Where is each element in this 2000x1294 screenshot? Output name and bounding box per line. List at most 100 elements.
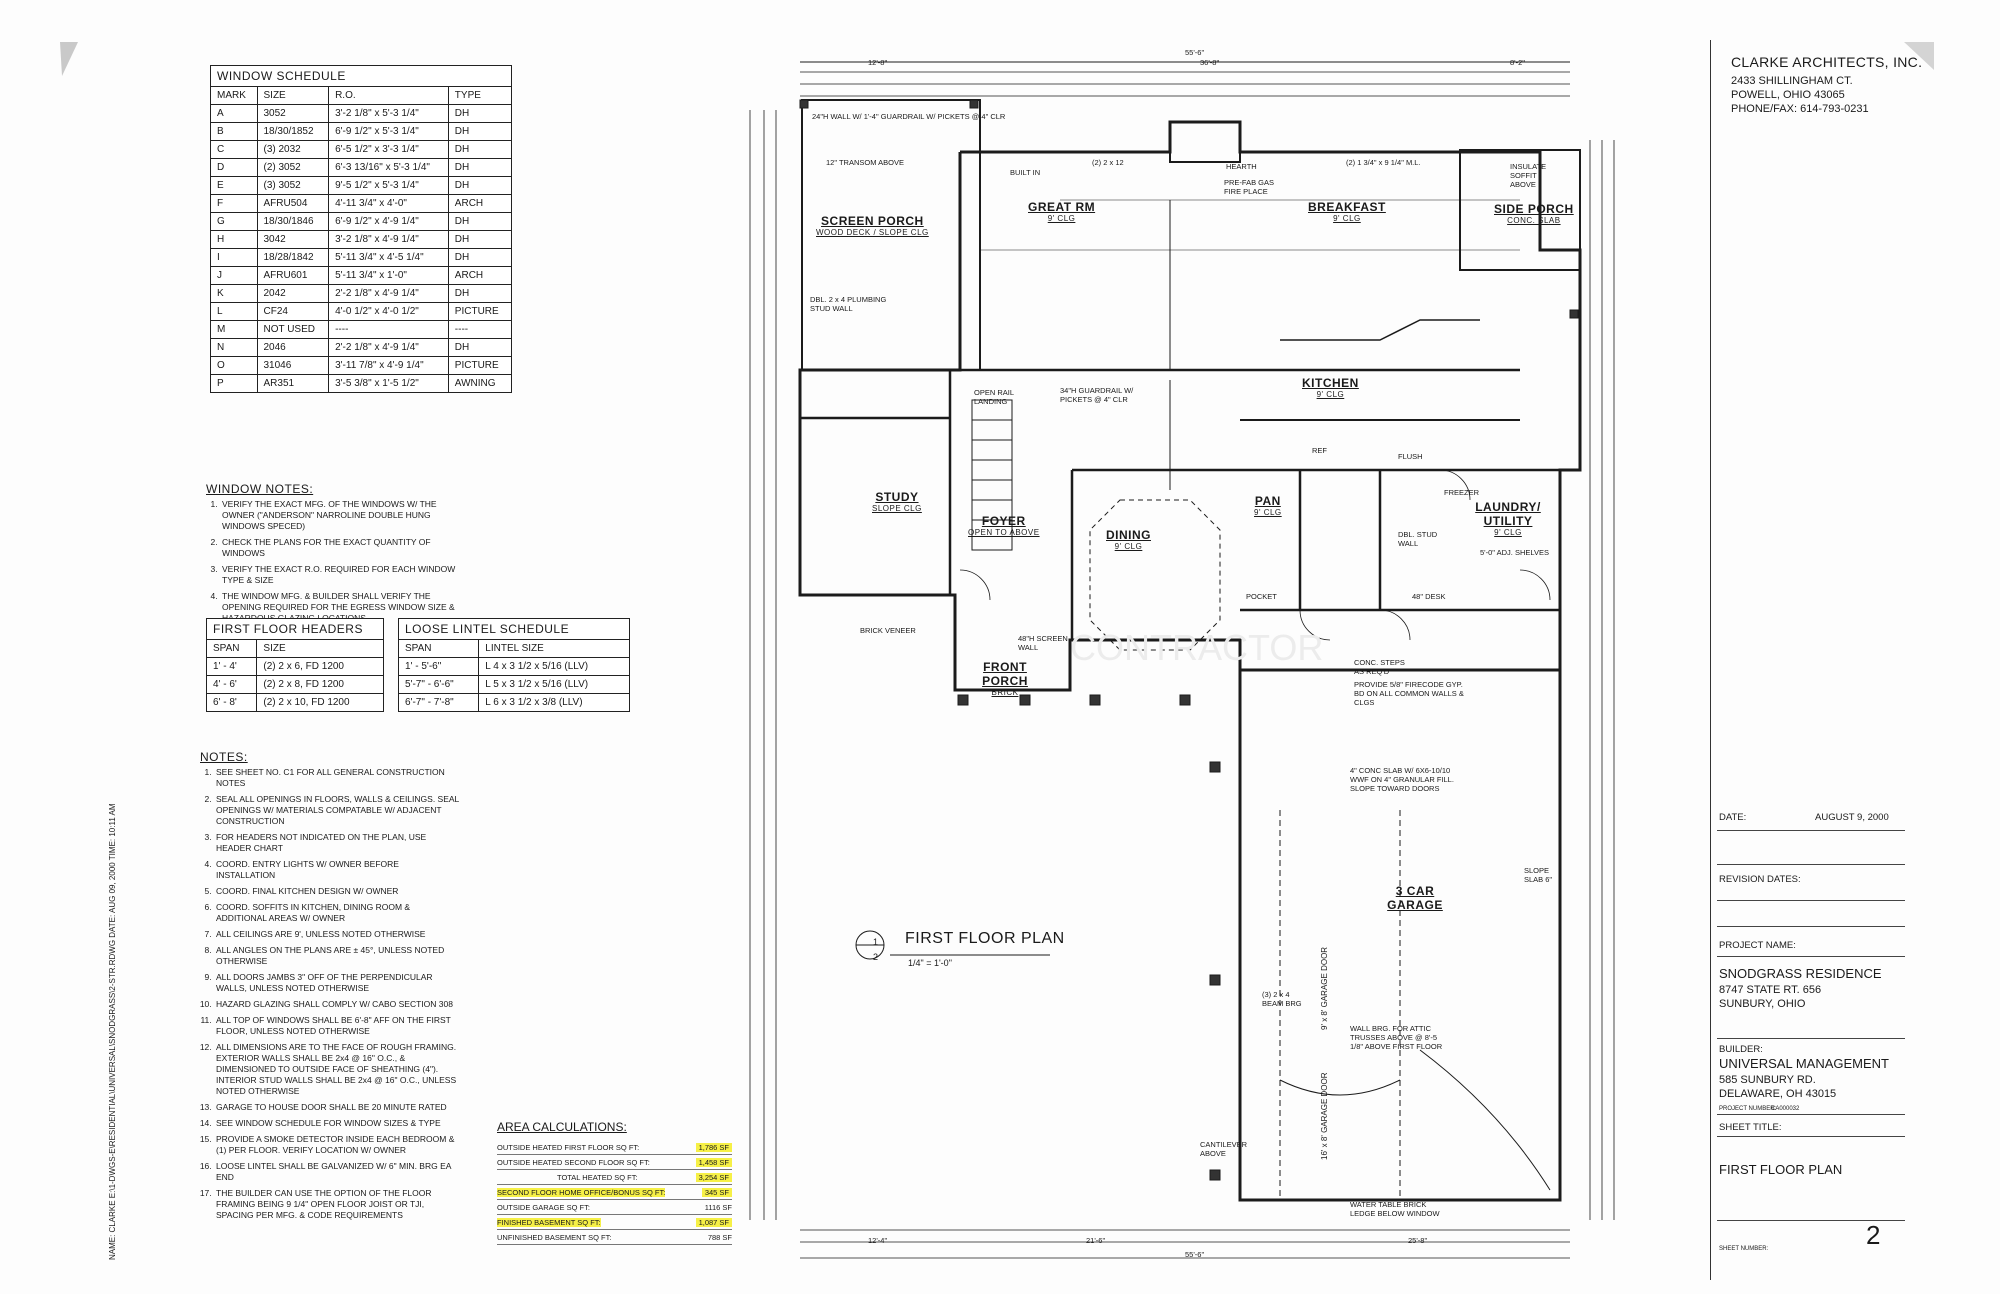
garage-door-16x8: 16' x 8' GARAGE DOOR <box>1320 1072 1329 1160</box>
note-post: 24"H WALL W/ 1'-4" GUARDRAIL W/ PICKETS … <box>812 112 1006 121</box>
window-schedule-cell: (2) 3052 <box>256 158 330 177</box>
window-schedule-cell: ARCH <box>447 266 513 285</box>
general-note-item: ALL ANGLES ON THE PLANS ARE ± 45°, UNLES… <box>214 945 460 967</box>
window-schedule-cell: DH <box>447 212 513 231</box>
note-hearth: HEARTH <box>1226 162 1257 171</box>
lintel-schedule-cell: L 6 x 3 1/2 x 3/8 (LLV) <box>478 693 630 712</box>
general-note-item: GARAGE TO HOUSE DOOR SHALL BE 20 MINUTE … <box>214 1102 460 1113</box>
room-3-car-garage: 3 CAR GARAGE <box>1387 884 1443 912</box>
first-floor-plan-drawing: CONTRACTOR <box>749 61 1615 1259</box>
window-schedule-cell: 18/30/1852 <box>256 122 330 141</box>
note-conc-steps: CONC. STEPS AS REQ'D <box>1354 658 1405 676</box>
room-foyer: FOYER OPEN TO ABOVE <box>968 514 1040 537</box>
area-row-value: 1116 SF <box>704 1202 732 1212</box>
room-front-porch: FRONT PORCH BRICK <box>982 660 1028 697</box>
headers-schedule-cell: 6' - 8' <box>205 693 258 712</box>
general-note-item: HAZARD GLAZING SHALL COMPLY W/ CABO SECT… <box>214 999 460 1010</box>
area-row: UNFINISHED BASEMENT SQ FT:788 SF <box>497 1230 732 1245</box>
window-schedule-cell: 31046 <box>256 356 330 375</box>
note-plumbing-wall: DBL. 2 x 4 PLUMBING STUD WALL <box>810 295 887 313</box>
window-schedule-cell: 18/30/1846 <box>256 212 330 231</box>
window-schedule-cell: O <box>210 356 258 375</box>
window-notes-title: WINDOW NOTES: <box>206 482 314 496</box>
area-row-label: SECOND FLOOR HOME OFFICE/BONUS SQ FT: <box>497 1187 666 1197</box>
builder-address: 585 SUNBURY RD. DELAWARE, OH 43015 <box>1719 1073 1836 1101</box>
file-path-text: NAME: CLARKE E:\1-DWGS-E\RESIDENTIAL\UNI… <box>108 803 117 1260</box>
general-notes-title: NOTES: <box>200 750 248 764</box>
lintel-schedule-cell: 1' - 5'-6" <box>397 657 480 676</box>
window-schedule-cell: 5'-11 3/4" x 1'-0" <box>328 266 449 285</box>
area-row-value: 345 SF <box>701 1187 732 1197</box>
general-note-item: SEE WINDOW SCHEDULE FOR WINDOW SIZES & T… <box>214 1118 460 1129</box>
builder-name: UNIVERSAL MANAGEMENT <box>1719 1056 1889 1071</box>
window-note-item: VERIFY THE EXACT MFG. OF THE WINDOWS W/ … <box>220 499 466 532</box>
general-note-item: COORD. ENTRY LIGHTS W/ OWNER BEFORE INST… <box>214 859 460 881</box>
window-schedule-cell: 3042 <box>256 230 330 249</box>
note-ml-beam: (2) 1 3/4" x 9 1/4" M.L. <box>1346 158 1421 167</box>
headers-schedule-row: 4' - 6'(2) 2 x 8, FD 1200 <box>205 675 384 694</box>
window-schedule-cell: NOT USED <box>256 320 330 339</box>
window-schedule-cell: M <box>210 320 258 339</box>
area-row: OUTSIDE GARAGE SQ FT:1116 SF <box>497 1200 732 1215</box>
window-schedule-cell: 3'-2 1/8" x 5'-3 1/4" <box>328 104 449 123</box>
general-note-item: ALL CEILINGS ARE 9', UNLESS NOTED OTHERW… <box>214 929 460 940</box>
builder-label: BUILDER: <box>1719 1044 1763 1055</box>
window-schedule-cell: 3'-5 3/8" x 1'-5 1/2" <box>328 374 449 393</box>
note-brick-veneer: BRICK VENEER <box>860 626 916 635</box>
general-note-item: ALL TOP OF WINDOWS SHALL BE 6'-8" AFF ON… <box>214 1015 460 1037</box>
area-row-value: 788 SF <box>707 1232 732 1242</box>
area-row: OUTSIDE HEATED SECOND FLOOR SQ FT:1,458 … <box>497 1155 732 1170</box>
area-row-value: 1,458 SF <box>695 1157 732 1167</box>
lintel-schedule-row: 6'-7" - 7'-8"L 6 x 3 1/2 x 3/8 (LLV) <box>397 693 630 712</box>
area-row-value: 3,254 SF <box>695 1172 732 1182</box>
project-name: SNODGRASS RESIDENCE <box>1719 966 1882 981</box>
window-schedule-cell: DH <box>447 284 513 303</box>
lintel-schedule-title: LOOSE LINTEL SCHEDULE <box>398 618 630 640</box>
note-porch-guardrail: 12" TRANSOM ABOVE <box>826 158 904 167</box>
note-insulate-soffit: INSULATE SOFFIT ABOVE <box>1510 162 1547 189</box>
svg-text:CONTRACTOR: CONTRACTOR <box>1070 627 1323 668</box>
window-schedule-title: WINDOW SCHEDULE <box>210 65 512 87</box>
general-note-item: SEE SHEET NO. C1 FOR ALL GENERAL CONSTRU… <box>214 767 460 789</box>
window-schedule-cell: DH <box>447 338 513 357</box>
garage-door-9x8: 9' x 8' GARAGE DOOR <box>1320 946 1329 1030</box>
area-row-label: FINISHED BASEMENT SQ FT: <box>497 1217 601 1227</box>
date-label: DATE: <box>1719 812 1747 823</box>
dim-top-mid: 36'-8" <box>1200 58 1220 67</box>
lintel-schedule-row: 1' - 5'-6"L 4 x 3 1/2 x 5/16 (LLV) <box>397 657 630 676</box>
general-note-item: PROVIDE A SMOKE DETECTOR INSIDE EACH BED… <box>214 1134 460 1156</box>
room-screen-porch: SCREEN PORCH WOOD DECK / SLOPE CLG <box>816 214 929 237</box>
room-breakfast: BREAKFAST 9' CLG <box>1308 200 1386 223</box>
window-schedule-cell: 6'-9 1/2" x 4'-9 1/4" <box>328 212 449 231</box>
page-corner-mark <box>60 42 78 76</box>
window-schedule-cell: I <box>210 248 258 267</box>
area-row: OUTSIDE HEATED FIRST FLOOR SQ FT:1,786 S… <box>497 1140 732 1155</box>
note-guardrail: 34"H GUARDRAIL W/ PICKETS @ 4" CLR <box>1060 386 1134 404</box>
area-row-value: 1,087 SF <box>695 1217 732 1227</box>
window-schedule-cell: DH <box>447 158 513 177</box>
window-schedule-cell: DH <box>447 140 513 159</box>
window-schedule-cell: DH <box>447 122 513 141</box>
project-number: CA000032 <box>1771 1106 1800 1112</box>
lintel-schedule-cell: L 5 x 3 1/2 x 5/16 (LLV) <box>478 675 630 694</box>
window-schedule-cell: 4'-11 3/4" x 4'-0" <box>328 194 449 213</box>
window-schedule-cell: 2042 <box>256 284 330 303</box>
window-schedule-cell: 2046 <box>256 338 330 357</box>
dim-top-right: 8'-2" <box>1510 58 1525 67</box>
window-schedule-cell: B <box>210 122 258 141</box>
window-schedule-header: R.O. <box>328 86 449 105</box>
note-dbl-stud-wall: 5'-0" ADJ. SHELVES <box>1480 548 1549 557</box>
window-schedule-cell: AR351 <box>256 374 330 393</box>
lintel-schedule-cell: L 4 x 3 1/2 x 5/16 (LLV) <box>478 657 630 676</box>
general-note-item: ALL DIMENSIONS ARE TO THE FACE OF ROUGH … <box>214 1042 460 1097</box>
area-row-label: OUTSIDE HEATED FIRST FLOOR SQ FT: <box>497 1142 640 1152</box>
note-shelves: POCKET <box>1246 592 1277 601</box>
window-schedule-cell: 2'-2 1/8" x 4'-9 1/4" <box>328 284 449 303</box>
window-schedule-cell: N <box>210 338 258 357</box>
